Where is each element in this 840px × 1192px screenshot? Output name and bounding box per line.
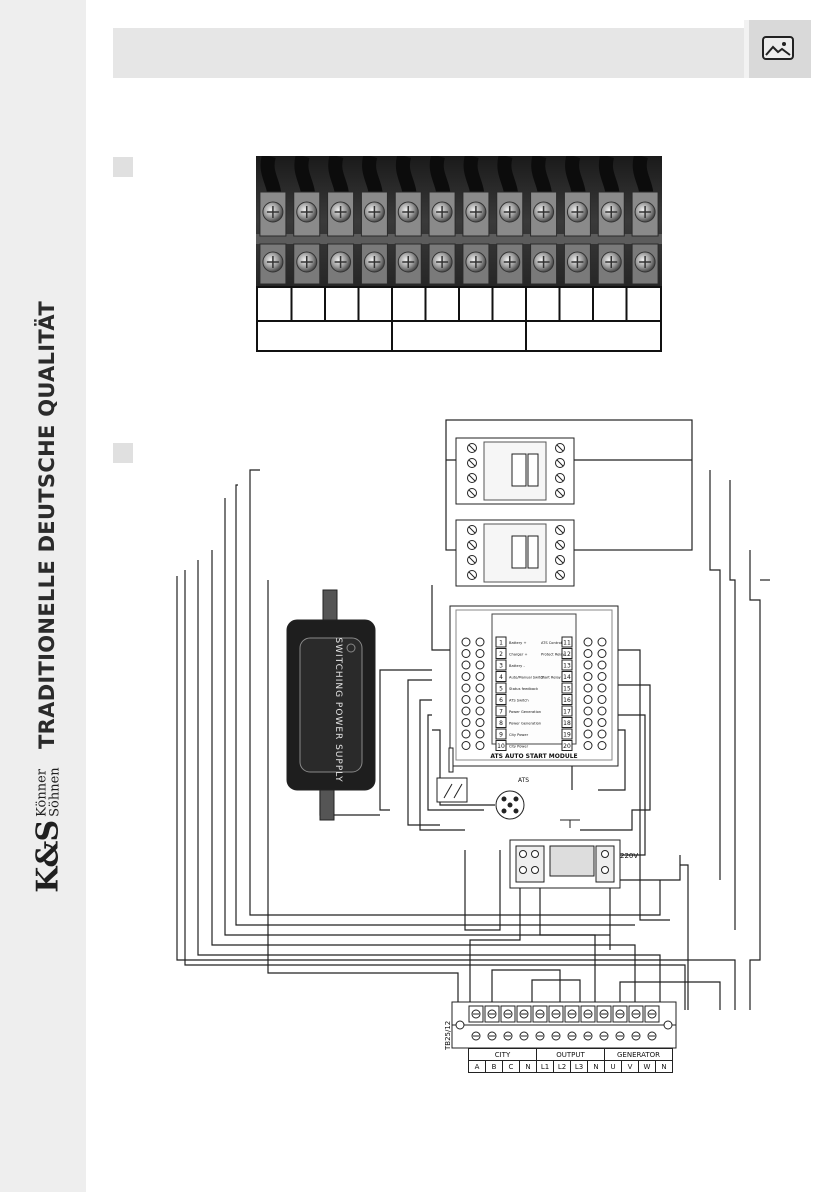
power-supply <box>286 589 376 821</box>
module-terminal-label: Power Generation <box>509 710 541 714</box>
terminal-label: C <box>502 1060 520 1073</box>
terminal-label: L1 <box>536 1060 554 1073</box>
terminal-label: V <box>621 1060 639 1073</box>
module-title: ATS AUTO START MODULE <box>490 753 577 760</box>
module-terminal-label: City Power <box>509 733 529 737</box>
module-terminal-number: 13 <box>563 663 571 670</box>
terminal-label: N <box>587 1060 605 1073</box>
module-terminal-label: Power Generation <box>509 722 541 726</box>
module-terminal-label: Battery - <box>509 664 525 668</box>
module-terminal-number: 2 <box>499 651 503 658</box>
terminal-label: B <box>485 1060 503 1073</box>
group-city: CITY <box>468 1048 537 1061</box>
step-marker-1 <box>113 157 133 177</box>
manual-switch <box>436 747 468 803</box>
module-terminal-number: 8 <box>499 720 503 727</box>
module-terminal-number: 3 <box>499 663 503 670</box>
module-terminal-number: 19 <box>563 732 571 739</box>
terminal-block-id: TB25/12 <box>444 1021 452 1051</box>
contactor <box>455 437 575 505</box>
logo-name-top: Könner <box>34 769 49 817</box>
group-output: OUTPUT <box>536 1048 605 1061</box>
module-terminal-label: Start Relay <box>541 676 562 680</box>
header-bar <box>113 28 745 78</box>
bottom-terminal-block <box>451 1001 677 1049</box>
contactor <box>455 519 575 587</box>
module-terminal-label: ATS Switch <box>509 699 529 703</box>
ats-connector <box>495 790 525 820</box>
image-button[interactable] <box>749 20 811 78</box>
terminal-label: L3 <box>570 1060 588 1073</box>
terminal-label: N <box>519 1060 537 1073</box>
push-button <box>560 819 580 828</box>
relay-voltage: 220V <box>620 852 638 860</box>
terminal-legend: CITY OUTPUT GENERATOR A B C N L1 L2 L3 N… <box>468 1048 673 1073</box>
module-terminal-label: ATS Control <box>541 641 562 645</box>
terminal-label-strip <box>256 286 662 352</box>
relay <box>509 839 621 889</box>
module-terminal-number: 9 <box>499 732 503 739</box>
module-terminal-label: Battery + <box>509 641 526 645</box>
module-terminal-number: 1 <box>499 640 503 647</box>
sidebar: TRADITIONELLE DEUTSCHE QUALITÄT K&S Könn… <box>0 0 86 1192</box>
module-terminal-number: 20 <box>563 743 571 750</box>
module-terminal-number: 14 <box>563 674 571 681</box>
terminal-label: U <box>604 1060 622 1073</box>
ats-label: ATS <box>518 777 529 784</box>
step-marker-2 <box>113 443 133 463</box>
module-terminal-number: 11 <box>563 640 571 647</box>
module-terminal-number: 18 <box>563 720 571 727</box>
module-terminal-number: 5 <box>499 686 503 693</box>
module-terminal-label: City Power <box>509 745 529 749</box>
terminal-label: L2 <box>553 1060 571 1073</box>
terminal-block-photo <box>256 153 662 352</box>
terminal-label: A <box>468 1060 486 1073</box>
image-icon <box>762 36 794 60</box>
logo-mark: K&S <box>30 820 66 893</box>
module-terminal-number: 10 <box>497 743 505 750</box>
brand-slogan: TRADITIONELLE DEUTSCHE QUALITÄT <box>35 301 59 749</box>
module-terminal-label: Protect Relay <box>541 653 566 657</box>
module-terminal-number: 6 <box>499 697 503 704</box>
brand-logo: K&S Könner Söhnen <box>31 767 66 892</box>
module-terminal-label: Auto/Manual Switch <box>509 676 545 680</box>
terminal-label: N <box>655 1060 673 1073</box>
module-terminal-number: 16 <box>563 697 571 704</box>
module-terminal-number: 15 <box>563 686 571 693</box>
module-terminal-number: 7 <box>499 709 503 716</box>
group-generator: GENERATOR <box>604 1048 673 1061</box>
module-terminal-label: Status feedback <box>509 687 539 691</box>
module-terminal-label: Charger + <box>509 653 528 657</box>
module-terminal-number: 4 <box>499 674 503 681</box>
terminal-label: W <box>638 1060 656 1073</box>
logo-name-bottom: Söhnen <box>47 767 62 817</box>
module-terminal-number: 17 <box>563 709 571 716</box>
module-terminal-number: 12 <box>563 651 571 658</box>
power-supply-label: SWITCHING POWER SUPPLY <box>333 637 343 782</box>
